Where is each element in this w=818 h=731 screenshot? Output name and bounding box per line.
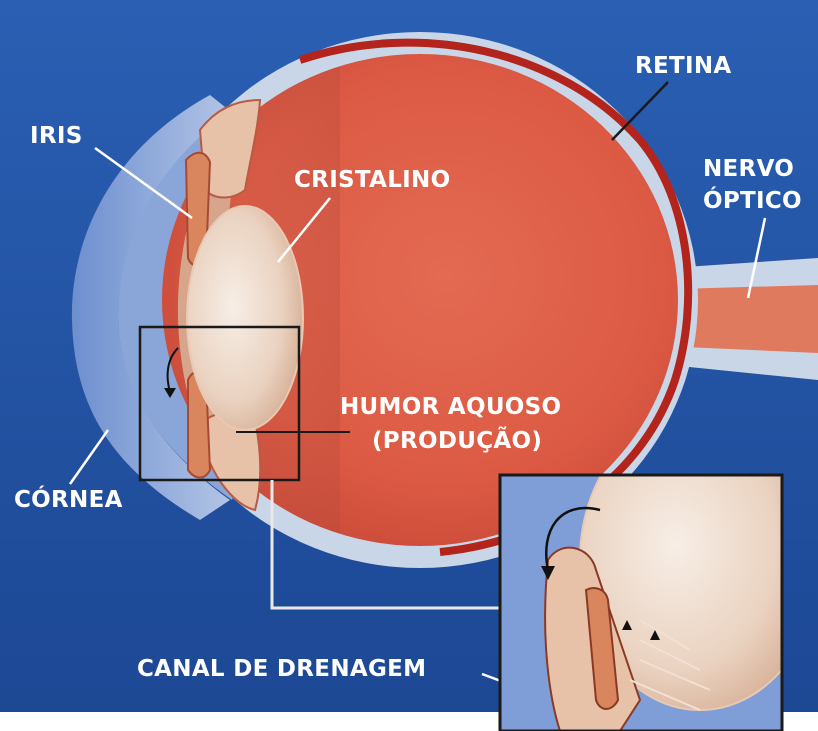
label-nervo-line1: NERVO xyxy=(703,156,794,182)
label-humor-line2: (PRODUÇÃO) xyxy=(372,426,542,454)
label-iris: IRIS xyxy=(30,123,83,149)
label-humor-line1: HUMOR AQUOSO xyxy=(340,394,561,420)
label-retina: RETINA xyxy=(635,53,732,79)
label-cristalino: CRISTALINO xyxy=(294,167,450,193)
label-cornea: CÓRNEA xyxy=(14,485,123,513)
label-canal: CANAL DE DRENAGEM xyxy=(137,656,426,682)
label-nervo-line2: ÓPTICO xyxy=(703,186,802,214)
lens-cristalino xyxy=(187,206,303,430)
